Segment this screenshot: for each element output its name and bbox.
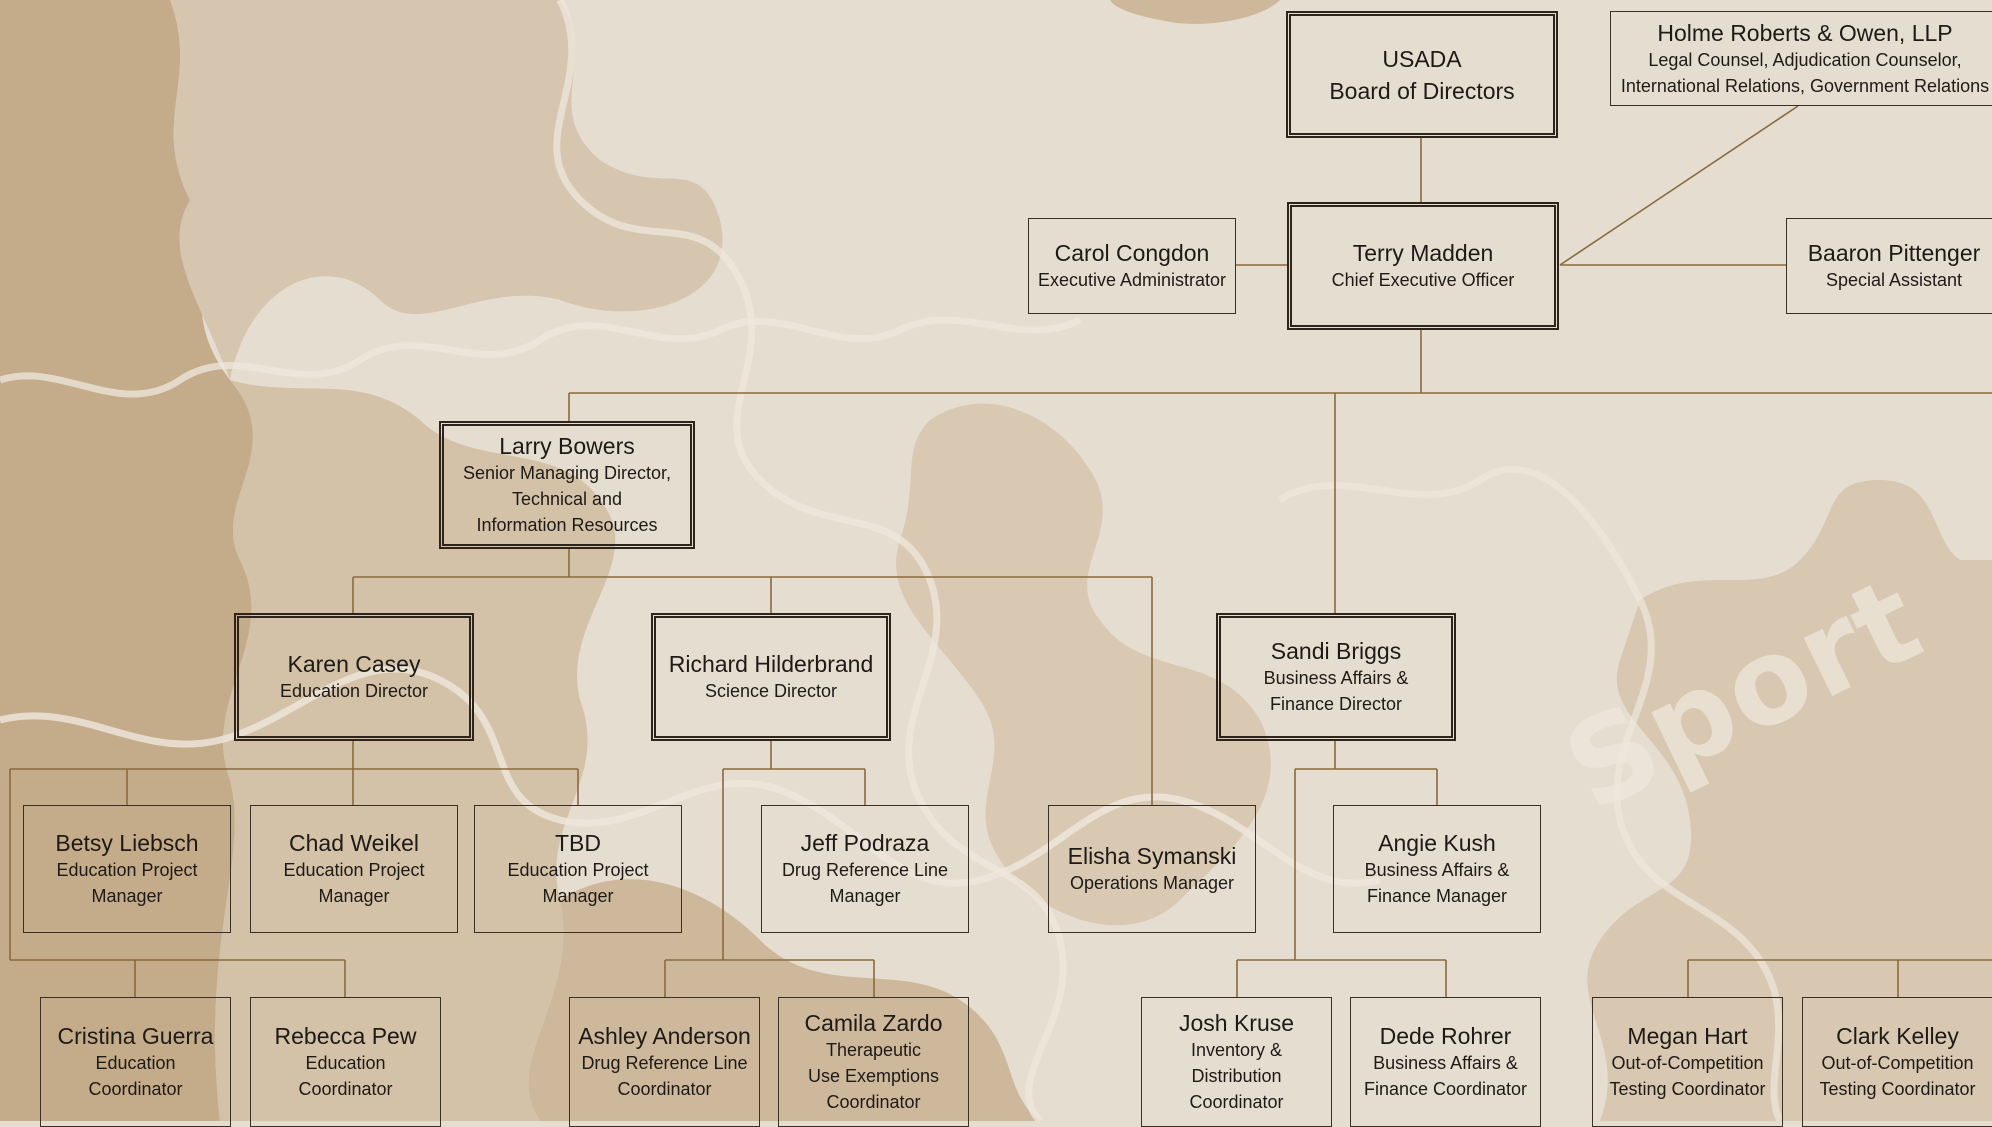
briggs-name: Sandi Briggs — [1270, 638, 1402, 664]
podraza-role: Drug Reference Line Manager — [781, 860, 949, 906]
kush-name: Angie Kush — [1378, 830, 1496, 856]
pew-role: Education Coordinator — [298, 1053, 393, 1099]
puzzle-piece-lower — [528, 879, 1040, 1121]
connector-ceo-counsel — [1559, 105, 1799, 266]
weikel-box: Chad Weikel Education Project Manager — [250, 805, 458, 933]
rohrer-name: Dede Rohrer — [1379, 1023, 1512, 1049]
kruse-box: Josh Kruse Inventory & Distribution Coor… — [1141, 997, 1332, 1127]
pew-name: Rebecca Pew — [274, 1023, 417, 1049]
liebsch-name: Betsy Liebsch — [55, 830, 199, 856]
hart-name: Megan Hart — [1627, 1023, 1748, 1049]
rohrer-role: Business Affairs & Finance Coordinator — [1363, 1053, 1528, 1099]
guerra-role: Education Coordinator — [88, 1053, 183, 1099]
podraza-box: Jeff Podraza Drug Reference Line Manager — [761, 805, 969, 933]
counsel-name: Holme Roberts & Owen, LLP — [1657, 19, 1953, 46]
puzzle-piece-mid-right — [896, 403, 1271, 926]
hart-box: Megan Hart Out-of-Competition Testing Co… — [1592, 997, 1783, 1127]
guerra-box: Cristina Guerra Education Coordinator — [40, 997, 231, 1127]
hilderbrand-name: Richard Hilderbrand — [668, 651, 874, 677]
anderson-box: Ashley Anderson Drug Reference Line Coor… — [569, 997, 760, 1127]
podraza-name: Jeff Podraza — [800, 830, 930, 856]
symanski-role: Operations Manager — [1069, 873, 1235, 893]
exec-admin-name: Carol Congdon — [1054, 240, 1210, 266]
puzzle-outline-1 — [0, 665, 1381, 887]
special-assistant-role: Special Assistant — [1825, 270, 1963, 290]
zardo-name: Camila Zardo — [804, 1010, 943, 1036]
weikel-role: Education Project Manager — [283, 860, 425, 906]
kruse-role: Inventory & Distribution Coordinator — [1189, 1040, 1284, 1112]
special-assistant-name: Baaron Pittenger — [1807, 240, 1981, 266]
rohrer-box: Dede Rohrer Business Affairs & Finance C… — [1350, 997, 1541, 1127]
kush-box: Angie Kush Business Affairs & Finance Ma… — [1333, 805, 1541, 933]
counsel-role: Legal Counsel, Adjudication Counselor, I… — [1620, 49, 1990, 96]
casey-box: Karen Casey Education Director — [234, 613, 474, 741]
special-assistant-box: Baaron Pittenger Special Assistant — [1786, 218, 1992, 314]
board-of-directors-box: USADA Board of Directors — [1286, 11, 1558, 138]
liebsch-role: Education Project Manager — [56, 860, 198, 906]
ceo-box: Terry Madden Chief Executive Officer — [1287, 202, 1559, 330]
puzzle-outline-3 — [553, 0, 1067, 1121]
casey-role: Education Director — [279, 681, 429, 701]
bowers-role: Senior Managing Director, Technical and … — [462, 463, 672, 535]
puzzle-outline-2 — [0, 316, 1082, 398]
kush-role: Business Affairs & Finance Manager — [1364, 860, 1510, 906]
kelley-role: Out-of-Competition Testing Coordinator — [1819, 1053, 1976, 1099]
liebsch-box: Betsy Liebsch Education Project Manager — [23, 805, 231, 933]
weikel-name: Chad Weikel — [289, 830, 419, 856]
ceo-name: Terry Madden — [1352, 240, 1494, 266]
bowers-name: Larry Bowers — [499, 433, 635, 459]
hilderbrand-box: Richard Hilderbrand Science Director — [651, 613, 891, 741]
briggs-box: Sandi Briggs Business Affairs & Finance … — [1216, 613, 1456, 741]
symanski-name: Elisha Symanski — [1067, 843, 1237, 869]
hilderbrand-role: Science Director — [704, 681, 838, 701]
executive-administrator-box: Carol Congdon Executive Administrator — [1028, 218, 1236, 314]
ceo-role: Chief Executive Officer — [1331, 270, 1515, 290]
tbd-name: TBD — [555, 830, 601, 856]
kelley-name: Clark Kelley — [1836, 1023, 1959, 1049]
pew-box: Rebecca Pew Education Coordinator — [250, 997, 441, 1127]
tbd-box: TBD Education Project Manager — [474, 805, 682, 933]
anderson-name: Ashley Anderson — [578, 1023, 751, 1049]
anderson-role: Drug Reference Line Coordinator — [581, 1053, 748, 1099]
casey-name: Karen Casey — [287, 651, 421, 677]
puzzle-piece-mid-center — [215, 380, 616, 1121]
board-role: Board of Directors — [1329, 77, 1515, 104]
guerra-name: Cristina Guerra — [57, 1023, 214, 1049]
board-name: USADA — [1382, 45, 1462, 72]
zardo-box: Camila Zardo Therapeutic Use Exemptions … — [778, 997, 969, 1127]
hart-role: Out-of-Competition Testing Coordinator — [1609, 1053, 1766, 1099]
kruse-name: Josh Kruse — [1178, 1010, 1295, 1036]
puzzle-piece-mid-top — [170, 0, 723, 380]
puzzle-piece-top-right — [1110, 0, 1280, 24]
symanski-box: Elisha Symanski Operations Manager — [1048, 805, 1256, 933]
zardo-role: Therapeutic Use Exemptions Coordinator — [807, 1040, 940, 1112]
briggs-role: Business Affairs & Finance Director — [1263, 668, 1409, 714]
tbd-role: Education Project Manager — [507, 860, 649, 906]
bowers-box: Larry Bowers Senior Managing Director, T… — [439, 421, 695, 549]
kelley-box: Clark Kelley Out-of-Competition Testing … — [1802, 997, 1992, 1127]
exec-admin-role: Executive Administrator — [1037, 270, 1227, 290]
legal-counsel-box: Holme Roberts & Owen, LLP Legal Counsel,… — [1610, 11, 1992, 106]
